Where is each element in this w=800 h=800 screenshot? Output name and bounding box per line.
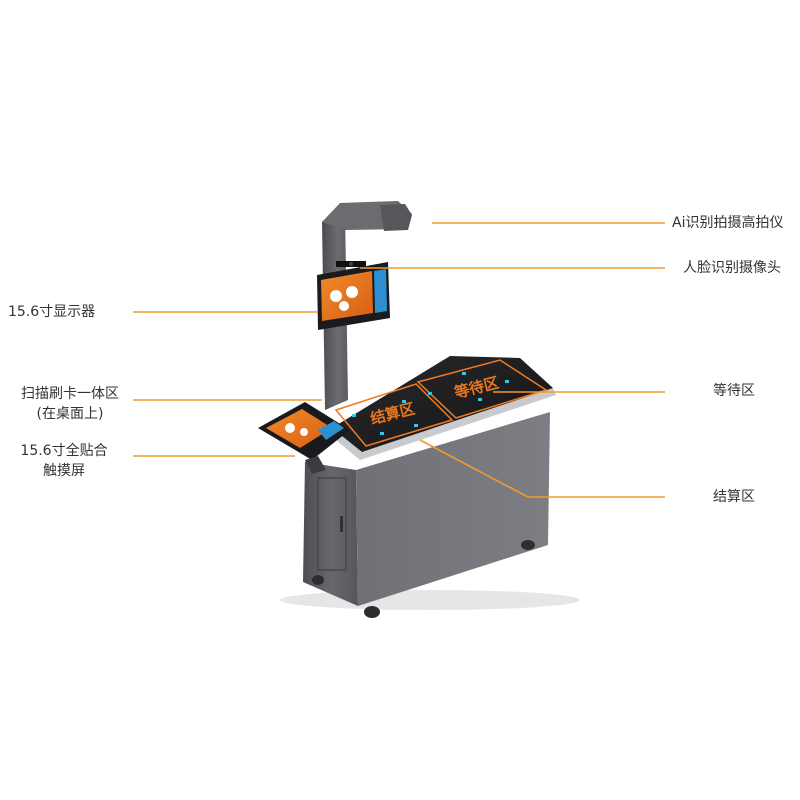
label-checkout-zone: 结算区 (713, 489, 755, 505)
label-scan-zone-line2: (在桌面上) (36, 406, 104, 422)
tabletop (332, 356, 553, 452)
cabinet-door (317, 477, 347, 571)
label-scan-zone-line1: 扫描刷卡一体区 (21, 386, 119, 402)
cabinet-right (356, 412, 550, 606)
face-camera-lens (349, 262, 353, 266)
wheels (312, 540, 535, 618)
label-display: 15.6寸显示器 (8, 304, 96, 320)
label-scan-zone: 扫描刷卡一体区 (在桌面上) (0, 384, 140, 424)
monitor-dish-1 (330, 290, 342, 302)
monitor-screen (321, 271, 373, 321)
leader-lines (133, 222, 665, 498)
monitor-dish-3 (339, 301, 349, 311)
label-face-camera: 人脸识别摄像头 (683, 260, 781, 276)
label-touchscreen-line2: 触摸屏 (43, 463, 85, 479)
label-waiting-zone: 等待区 (713, 383, 755, 399)
cabinet-door-handle (340, 516, 343, 532)
tabletop-edge (330, 388, 556, 460)
camera-head (380, 204, 412, 231)
monitor-side-panel (374, 269, 387, 313)
touchscreen-dish-2 (300, 428, 308, 436)
cabinet-front (303, 462, 358, 606)
tabletop-markers (352, 372, 509, 435)
monitor-dish-2 (346, 286, 358, 298)
waiting-zone-outline (416, 359, 548, 419)
touchscreen-screen (266, 409, 332, 448)
kiosk-illustration: 结算区 等待区 (258, 201, 580, 618)
checkout-zone-outline (334, 383, 454, 447)
leader-checkout-zone (419, 439, 665, 498)
touchscreen-dish-1 (285, 423, 295, 433)
touchscreen-stand (305, 456, 326, 474)
touchscreen-side-panel (318, 421, 344, 440)
label-touchscreen: 15.6寸全贴合 触摸屏 (4, 441, 124, 481)
label-ai-camera: Ai识别拍摄高拍仪 (672, 215, 784, 231)
label-touchscreen-line1: 15.6寸全贴合 (20, 443, 108, 459)
floor-shadow (280, 590, 580, 610)
